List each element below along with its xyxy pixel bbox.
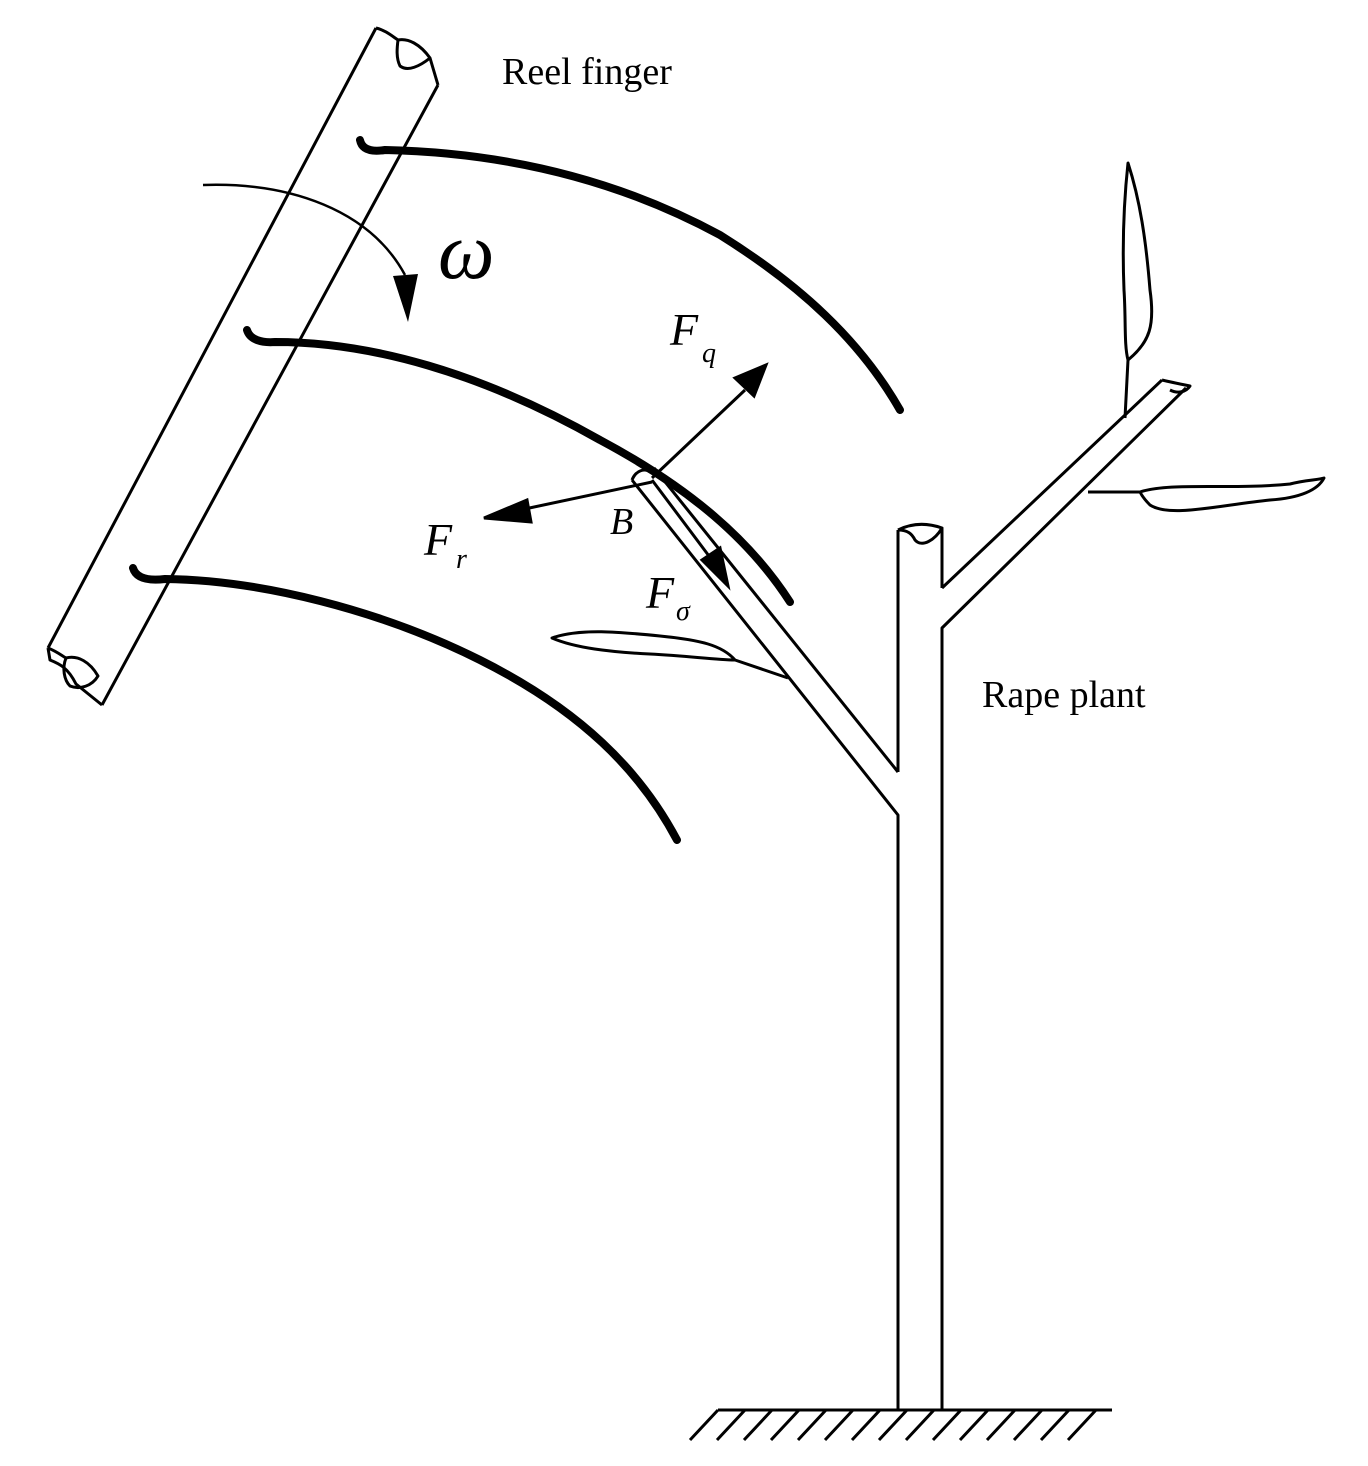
fq-subscript: q — [702, 338, 716, 369]
fr-label: F r — [423, 514, 467, 575]
rape-left-leaf — [550, 630, 789, 680]
reel-finger-top — [356, 136, 904, 414]
ground — [688, 1408, 1112, 1442]
rape-plant — [550, 161, 1326, 1410]
reel-finger-middle — [243, 326, 794, 606]
fr-symbol: F — [423, 514, 453, 565]
reel-fingers — [129, 136, 904, 844]
force-vectors — [483, 362, 769, 591]
fq-symbol: F — [669, 304, 699, 355]
rape-upper-leaf — [1121, 161, 1154, 419]
point-b-label: B — [610, 501, 633, 543]
rape-plant-label: Rape plant — [982, 674, 1146, 716]
fq-vector — [650, 388, 747, 480]
fsigma-vector — [650, 479, 714, 561]
fsigma-subscript: σ — [676, 596, 691, 627]
reel-finger-label: Reel finger — [502, 51, 672, 93]
fr-vector — [519, 480, 653, 512]
reel-finger-bottom — [129, 564, 681, 844]
rape-right-leaf — [1088, 476, 1326, 513]
omega-label: ω — [438, 208, 494, 296]
fsigma-symbol: F — [645, 567, 675, 618]
rape-main-stem — [630, 479, 900, 1410]
reel-bar — [46, 26, 440, 707]
rotation-arrow — [202, 183, 418, 322]
fr-subscript: r — [456, 544, 467, 575]
rape-right-branch — [940, 378, 1164, 590]
fq-label: F q — [669, 304, 716, 369]
fsigma-label: F σ — [645, 567, 691, 627]
